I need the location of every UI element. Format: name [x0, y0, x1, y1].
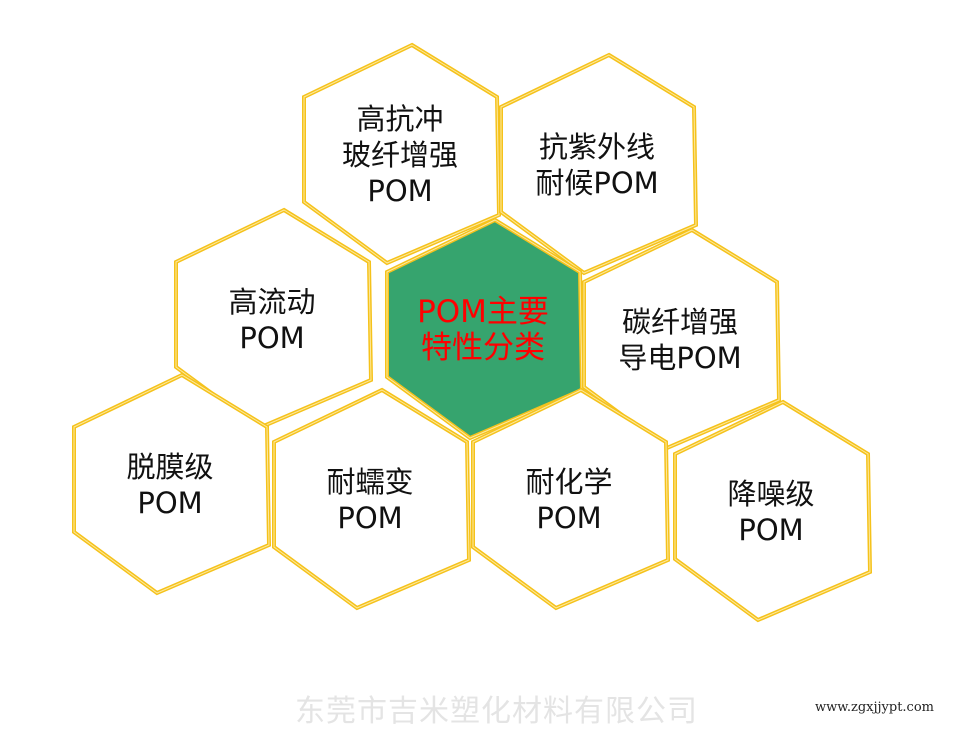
hexagon-label-line: POM: [367, 174, 432, 208]
hexagon-label-line: POM: [738, 513, 803, 547]
hexagon-shape: [272, 387, 472, 611]
hexagon-label-line: 耐候POM: [535, 166, 658, 200]
hexagon-label-line: 玻纤增强: [342, 138, 458, 172]
hexagon-label-line: 高流动: [228, 285, 315, 319]
hexagon-label-line: POM: [137, 486, 202, 520]
hexagon-inner-border: [472, 389, 669, 609]
hexagon-label-line: 碳纤增强: [622, 305, 738, 339]
hexagon-inner-border: [386, 219, 583, 439]
hexagon-label-line: POM: [536, 501, 601, 535]
hexagon-inner-border: [73, 374, 270, 594]
hexagon-inner-border: [273, 389, 470, 609]
hexagon-label-line: POM: [337, 501, 402, 535]
hexagon-label-line: 高抗冲: [356, 102, 443, 136]
hexagon-inner-border: [303, 44, 500, 264]
hexagon-inner-border: [674, 401, 871, 621]
hexagon-label-line: 特性分类: [421, 330, 545, 366]
hexagon-shape: [673, 399, 873, 623]
hexagon-label-line: 导电POM: [618, 341, 741, 375]
hexagon-label-line: POM: [239, 321, 304, 355]
hexagon-label-line: 耐蠕变: [326, 465, 413, 499]
hexagon-label-line: 抗紫外线: [539, 130, 655, 164]
hexagon-label-line: 降噪级: [727, 477, 814, 511]
hexagon-inner-border: [500, 54, 697, 274]
website-url: www.zgxjjypt.com: [815, 700, 934, 715]
hexagon-label-line: 脱膜级: [126, 450, 213, 484]
hexagon-label-line: POM主要: [417, 294, 549, 330]
hexagon-label-line: 耐化学: [525, 465, 612, 499]
company-watermark: 东莞市吉米塑化材料有限公司: [295, 694, 698, 729]
